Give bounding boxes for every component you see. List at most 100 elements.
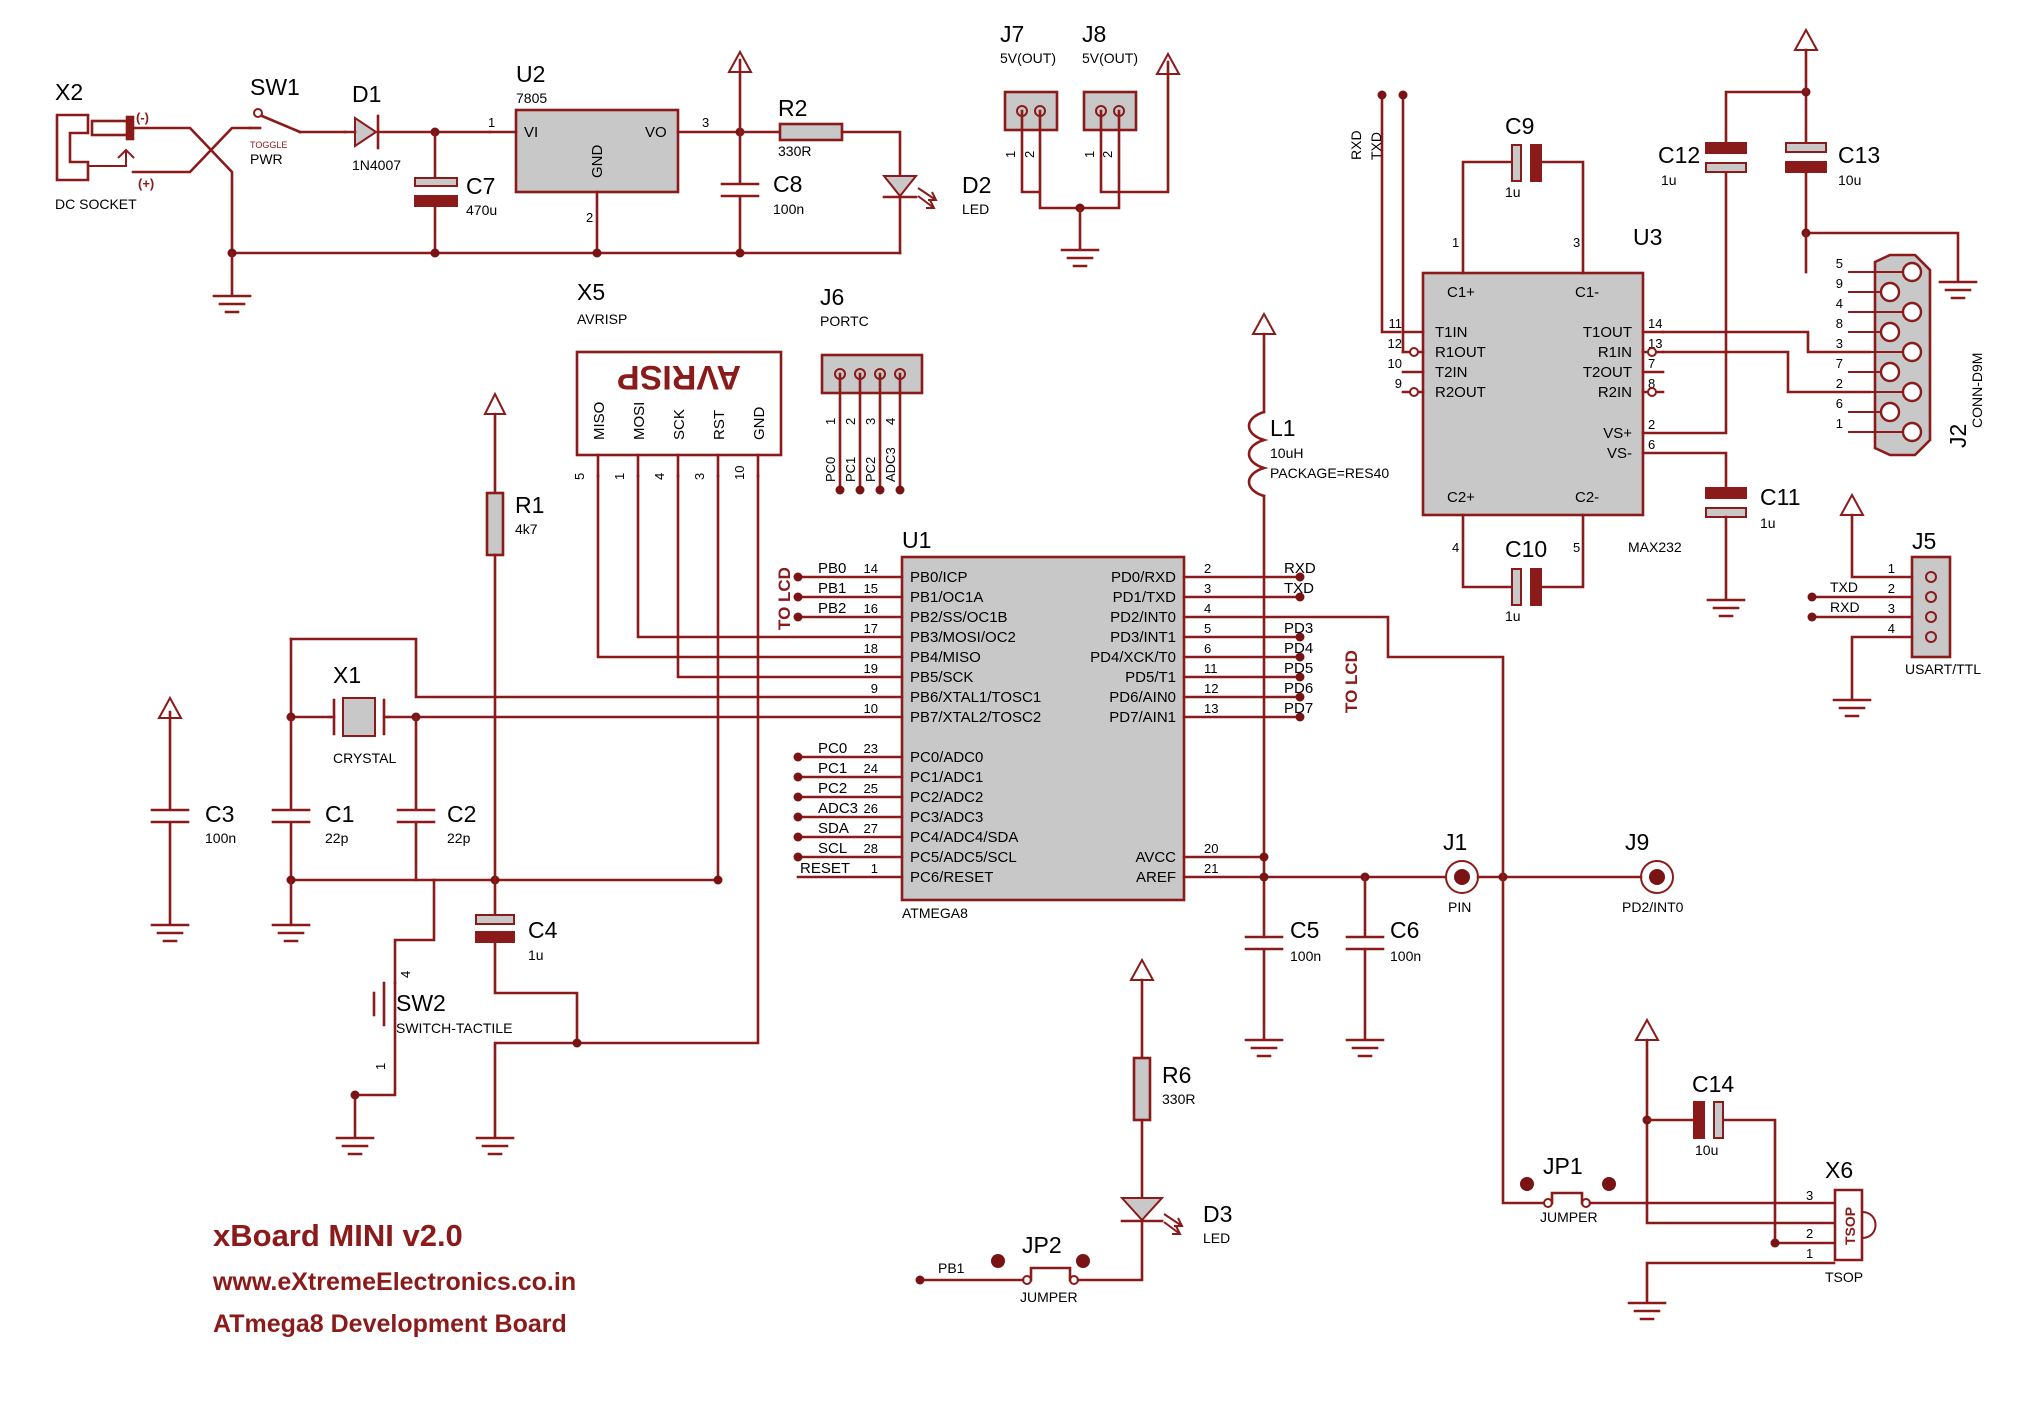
u3-pin-name: T2IN xyxy=(1435,364,1468,381)
x1-value: CRYSTAL xyxy=(333,750,396,766)
u1-pin-name: PC1/ADC1 xyxy=(910,769,983,786)
j8-n1: 1 xyxy=(1082,151,1097,158)
db9-pin-num: 3 xyxy=(1836,336,1843,351)
db9-pin-hole xyxy=(1901,381,1923,403)
u2-n3: 3 xyxy=(702,115,709,130)
ref-u1: U1 xyxy=(902,527,931,553)
u3-pin-name: R2OUT xyxy=(1435,384,1486,401)
c3-value: 100n xyxy=(205,830,236,846)
sw2-value: SWITCH-TACTILE xyxy=(396,1020,512,1036)
d3-value: LED xyxy=(1203,1230,1230,1246)
u3-n1: 1 xyxy=(1452,235,1459,250)
capacitor-c8: C8 100n xyxy=(720,130,804,255)
u1-pin-name: PB2/SS/OC1B xyxy=(910,609,1008,626)
title-line1: xBoard MINI v2.0 xyxy=(213,1218,463,1253)
ref-c1: C1 xyxy=(325,801,354,827)
u3-n5: 5 xyxy=(1573,540,1580,555)
u1-pin-name: PB0/ICP xyxy=(910,569,968,586)
u1-pin-net: SCL xyxy=(818,840,847,857)
d2-value: LED xyxy=(962,201,989,217)
u1-pin-net: RESET xyxy=(800,860,850,877)
u1-pin-name: PD5/T1 xyxy=(1125,669,1176,686)
u1-pin-num: 27 xyxy=(864,821,878,836)
j6-pin-num: 4 xyxy=(883,418,898,425)
j5-pin-num: 3 xyxy=(1888,601,1895,616)
led3-section: PB1 R6 330R D3 LED JP2 JUMPER xyxy=(915,957,1232,1305)
u2-pin-vo: VO xyxy=(645,124,667,141)
r6-value: 330R xyxy=(1162,1091,1195,1107)
power-supply-section: X2 (-) (+) DC SOCKET SW1 TOGGLE PWR D1 1… xyxy=(55,49,991,314)
jp2-value: JUMPER xyxy=(1020,1289,1078,1305)
u2-n1: 1 xyxy=(488,115,495,130)
u3-pin-name: T1OUT xyxy=(1583,324,1632,341)
u1-pin-dot xyxy=(1295,652,1305,662)
u1-pin-num: 25 xyxy=(864,781,878,796)
ref-d3: D3 xyxy=(1203,1201,1232,1227)
ref-u3: U3 xyxy=(1633,224,1662,250)
x2-plus: (+) xyxy=(138,176,154,191)
u1-pin-net: PD3 xyxy=(1284,620,1313,637)
u1-pin-name: AVCC xyxy=(1135,849,1176,866)
output-jumpers: J7 5V(OUT) J8 5V(OUT) 1 2 1 2 xyxy=(1000,21,1181,268)
u1-pin-num: 5 xyxy=(1204,621,1211,636)
j6-pin-net: ADC3 xyxy=(883,447,898,482)
ref-x6: X6 xyxy=(1825,1157,1853,1183)
u2-pin-vi: VI xyxy=(524,124,538,141)
j6-pin-net: PC0 xyxy=(823,457,838,482)
u1-pin-net: ADC3 xyxy=(818,800,858,817)
u1-pin-dot xyxy=(793,832,803,842)
u1-pin-net: PD4 xyxy=(1284,640,1313,657)
u1-pin-name: PB6/XTAL1/TOSC1 xyxy=(910,689,1041,706)
isp-pin-label: MISO xyxy=(591,402,608,440)
u3-c1m: C1- xyxy=(1575,284,1599,301)
j5-pin-hole xyxy=(1925,631,1937,643)
db9-pin-hole xyxy=(1901,341,1923,363)
isp-pin-num: 10 xyxy=(732,466,747,480)
u1-pin-net: TXD xyxy=(1284,580,1314,597)
db9-pin-num: 6 xyxy=(1836,396,1843,411)
reset-section: R1 4k7 C4 1u SW2 SWITCH-TACTILE 4 1 xyxy=(335,391,582,1156)
u1-pin-name: PD3/INT1 xyxy=(1110,629,1176,646)
u1-pin-dot xyxy=(793,812,803,822)
x6-n1: 1 xyxy=(1806,1246,1813,1261)
ref-r1: R1 xyxy=(515,492,544,518)
j6-value: PORTC xyxy=(820,313,869,329)
title-line2: www.eXtremeElectronics.co.in xyxy=(212,1268,576,1296)
u1-pin-name: PC5/ADC5/SCL xyxy=(910,849,1017,866)
ref-x1: X1 xyxy=(333,662,361,688)
x2-minus: (-) xyxy=(136,110,149,125)
j5-txd: TXD xyxy=(1830,579,1858,595)
u3-pin-bubble xyxy=(1647,387,1657,397)
isp-pin-label: GND xyxy=(751,407,768,441)
toggle-switch-sw1: SW1 TOGGLE PWR xyxy=(248,74,347,167)
j5-pin-num: 4 xyxy=(1888,621,1895,636)
u2-value: 7805 xyxy=(516,90,547,106)
title-block: xBoard MINI v2.0 www.eXtremeElectronics.… xyxy=(212,1218,576,1338)
j6-pin-net: PC1 xyxy=(843,457,858,482)
u1-pin-num: 20 xyxy=(1204,841,1218,856)
j5-pin-hole xyxy=(1925,571,1937,583)
u1-pin-name: PC3/ADC3 xyxy=(910,809,983,826)
j6-pin-dot xyxy=(855,485,865,495)
ref-c12: C12 xyxy=(1658,142,1700,168)
u1-pin-name: PD7/AIN1 xyxy=(1109,709,1176,726)
j7-value: 5V(OUT) xyxy=(1000,50,1056,66)
sw1-value1: TOGGLE xyxy=(250,140,287,150)
u3-n4: 4 xyxy=(1452,540,1459,555)
ref-c9: C9 xyxy=(1505,113,1534,139)
ref-jp1: JP1 xyxy=(1543,1153,1583,1179)
ref-c5: C5 xyxy=(1290,917,1319,943)
analog-section: L1 10uH PACKAGE=RES40 C5 100n C6 100n J1… xyxy=(1182,311,1684,1205)
j5-pin-hole xyxy=(1925,611,1937,623)
u1-pin-num: 13 xyxy=(1204,701,1218,716)
ref-u2: U2 xyxy=(516,61,545,87)
u1-pin-num: 17 xyxy=(864,621,878,636)
j8-value: 5V(OUT) xyxy=(1082,50,1138,66)
u3-value: MAX232 xyxy=(1628,539,1682,555)
u1-pin-num: 28 xyxy=(864,841,878,856)
u1-pin-dot xyxy=(793,792,803,802)
u3-pin-bubble xyxy=(1409,347,1419,357)
u3-rxd: RXD xyxy=(1348,130,1364,160)
u1-pin-num: 2 xyxy=(1204,561,1211,576)
u1-pin-num: 23 xyxy=(864,741,878,756)
